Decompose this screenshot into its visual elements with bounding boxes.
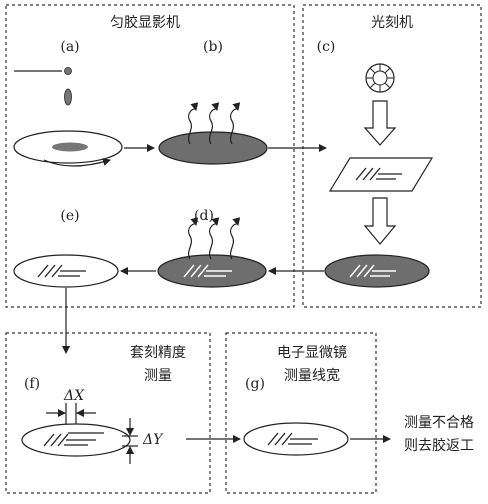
transfer-arrow-icon xyxy=(363,197,397,245)
overlay-box xyxy=(5,332,211,494)
pattern-marks xyxy=(37,264,86,278)
rework-note-line1: 测量不合格 xyxy=(404,415,474,431)
step-label-a: (a) xyxy=(60,39,79,55)
litho-title: 光刻机 xyxy=(371,15,413,31)
heat-wave-icon xyxy=(187,102,199,145)
wafer-pattern-marks xyxy=(183,264,232,278)
cd-pattern-marks xyxy=(267,432,318,446)
resist-puddle xyxy=(52,142,88,152)
bake-step xyxy=(158,102,268,165)
delta-y-indicator xyxy=(122,418,138,464)
step-label-d: (d) xyxy=(194,208,214,224)
rework-note-line2: 则去胶返工 xyxy=(404,437,474,454)
heat-wave-icon xyxy=(229,217,241,260)
mask-pattern-marks xyxy=(355,167,402,181)
falling-resist-drop-icon xyxy=(64,88,72,106)
coated-wafer-b xyxy=(158,131,268,165)
sem-title-line2: 测量线宽 xyxy=(284,367,340,384)
delta-x-label: ΔX xyxy=(63,388,85,404)
overlay-measure-step: ΔX ΔY xyxy=(21,388,164,464)
spin-direction-arrow-icon xyxy=(43,158,111,167)
spin-coat-step xyxy=(13,67,123,167)
exposure-step xyxy=(324,63,434,288)
heat-wave-icon xyxy=(229,102,241,145)
overlay-title-line2: 测量 xyxy=(144,368,172,384)
heat-wave-icon xyxy=(187,217,199,260)
resist-droplet-icon xyxy=(64,67,72,75)
heat-wave-icon xyxy=(208,217,220,260)
step-label-c: (c) xyxy=(317,39,336,55)
delta-x-indicator xyxy=(46,403,96,424)
sem-box xyxy=(225,332,377,494)
light-source-rays xyxy=(366,64,394,92)
latent-pattern-marks xyxy=(349,264,396,278)
heat-wave-icon xyxy=(208,102,220,145)
developer-title: 匀胶显影机 xyxy=(110,14,180,31)
developer-box xyxy=(5,4,295,308)
step-label-g: (g) xyxy=(245,376,265,392)
overlay-title-line1: 套刻精度 xyxy=(130,345,186,361)
step-label-b: (b) xyxy=(203,39,223,55)
exposure-arrow-icon xyxy=(363,100,397,146)
develop-step xyxy=(157,217,267,288)
step-label-f: (f) xyxy=(24,376,40,392)
sem-title-line1: 电子显微镜 xyxy=(277,345,347,361)
step-label-e: (e) xyxy=(60,208,79,224)
cd-measure-step xyxy=(243,422,349,456)
patterned-wafer-step xyxy=(13,254,119,288)
overlay-pattern-marks xyxy=(43,432,104,447)
delta-y-label: ΔY xyxy=(142,432,164,448)
